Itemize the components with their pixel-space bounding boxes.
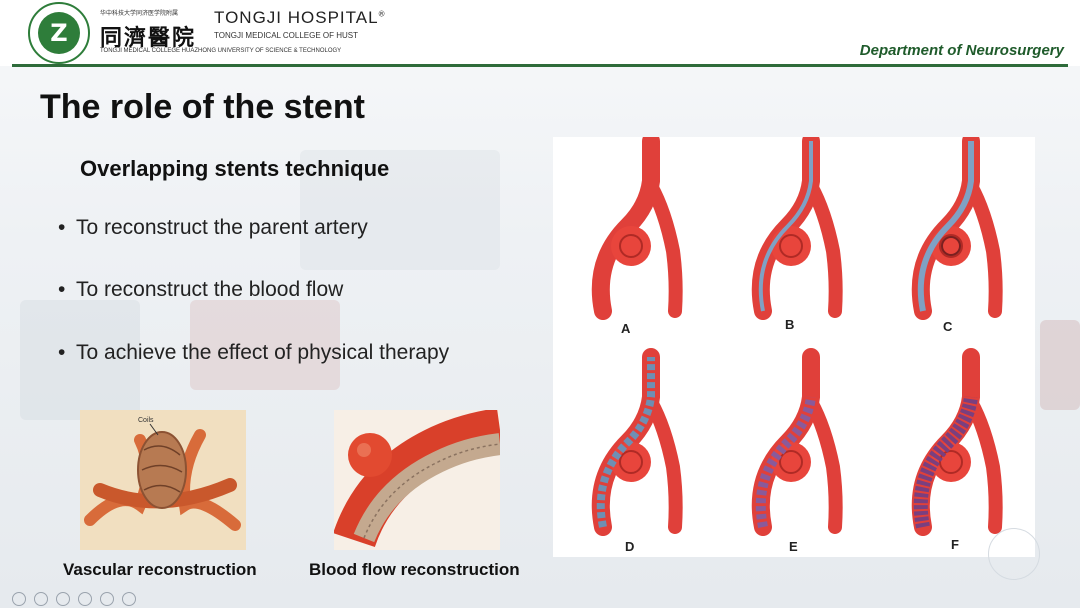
chinese-affiliation: 华中科技大学同济医学院附属 bbox=[100, 11, 179, 17]
header-divider bbox=[12, 64, 1068, 67]
pen-icon[interactable] bbox=[56, 592, 70, 606]
slide-subtitle: Overlapping stents technique bbox=[80, 156, 390, 181]
zoom-icon[interactable] bbox=[100, 592, 114, 606]
bullet-dot: • bbox=[58, 341, 66, 364]
coiled-aneurysm-drawing: Coils bbox=[84, 417, 241, 531]
background-shape bbox=[190, 300, 340, 390]
bullet-text: To achieve the effect of physical therap… bbox=[76, 341, 450, 364]
background-shape bbox=[300, 150, 500, 270]
hospital-affiliation: TONGJI MEDICAL COLLEGE OF HUST bbox=[214, 31, 359, 40]
hospital-name-text: TONGJI HOSPITAL bbox=[214, 8, 379, 27]
university-name: TONGJI MEDICAL COLLEGE HUAZHONG UNIVERSI… bbox=[100, 48, 342, 54]
bullet-text: To reconstruct the parent artery bbox=[76, 216, 368, 239]
blood-flow-reconstruction-illustration bbox=[333, 408, 504, 550]
bullet-item: • To achieve the effect of physical thera… bbox=[58, 341, 449, 365]
image-caption: Vascular reconstruction bbox=[63, 560, 257, 579]
panel-label: C bbox=[943, 319, 953, 334]
chinese-hospital-name: 同濟醫院 bbox=[100, 25, 197, 51]
vascular-reconstruction-illustration: Coils bbox=[80, 410, 246, 550]
slides-icon[interactable] bbox=[78, 592, 92, 606]
coils-label: Coils bbox=[138, 417, 154, 424]
panel-label: A bbox=[621, 321, 631, 336]
logo-mark: Z bbox=[38, 12, 80, 54]
stent-sequence-drawing bbox=[553, 137, 1035, 557]
panel-label: D bbox=[625, 539, 635, 554]
bullet-item: • To reconstruct the parent artery bbox=[58, 216, 368, 240]
previous-slide-icon[interactable] bbox=[12, 592, 26, 606]
panel-label: F bbox=[951, 537, 959, 552]
next-slide-icon[interactable] bbox=[34, 592, 48, 606]
bullet-text: To reconstruct the blood flow bbox=[76, 278, 344, 301]
stented-artery-drawing bbox=[333, 408, 504, 548]
panel-label: E bbox=[789, 539, 798, 554]
hospital-logo: Z bbox=[28, 2, 90, 64]
slide-title: The role of the stent bbox=[40, 88, 365, 126]
image-caption: Blood flow reconstruction bbox=[309, 560, 520, 579]
hospital-name: TONGJI HOSPITAL® bbox=[214, 8, 385, 28]
registered-mark: ® bbox=[378, 9, 386, 19]
background-shape bbox=[1040, 320, 1080, 410]
bullet-dot: • bbox=[58, 278, 66, 301]
panel-label: B bbox=[785, 317, 795, 332]
more-options-icon[interactable] bbox=[122, 592, 136, 606]
watermark-circle bbox=[988, 528, 1040, 580]
bullet-item: • To reconstruct the blood flow bbox=[58, 278, 343, 302]
header-bar: Z 华中科技大学同济医学院附属 同濟醫院 TONGJI HOSPITAL® TO… bbox=[0, 0, 1080, 66]
background-shape bbox=[20, 300, 140, 420]
department-name: Department of Neurosurgery bbox=[859, 42, 1064, 59]
bullet-dot: • bbox=[58, 216, 66, 239]
stent-sequence-figure: A B C D E F bbox=[553, 137, 1035, 557]
